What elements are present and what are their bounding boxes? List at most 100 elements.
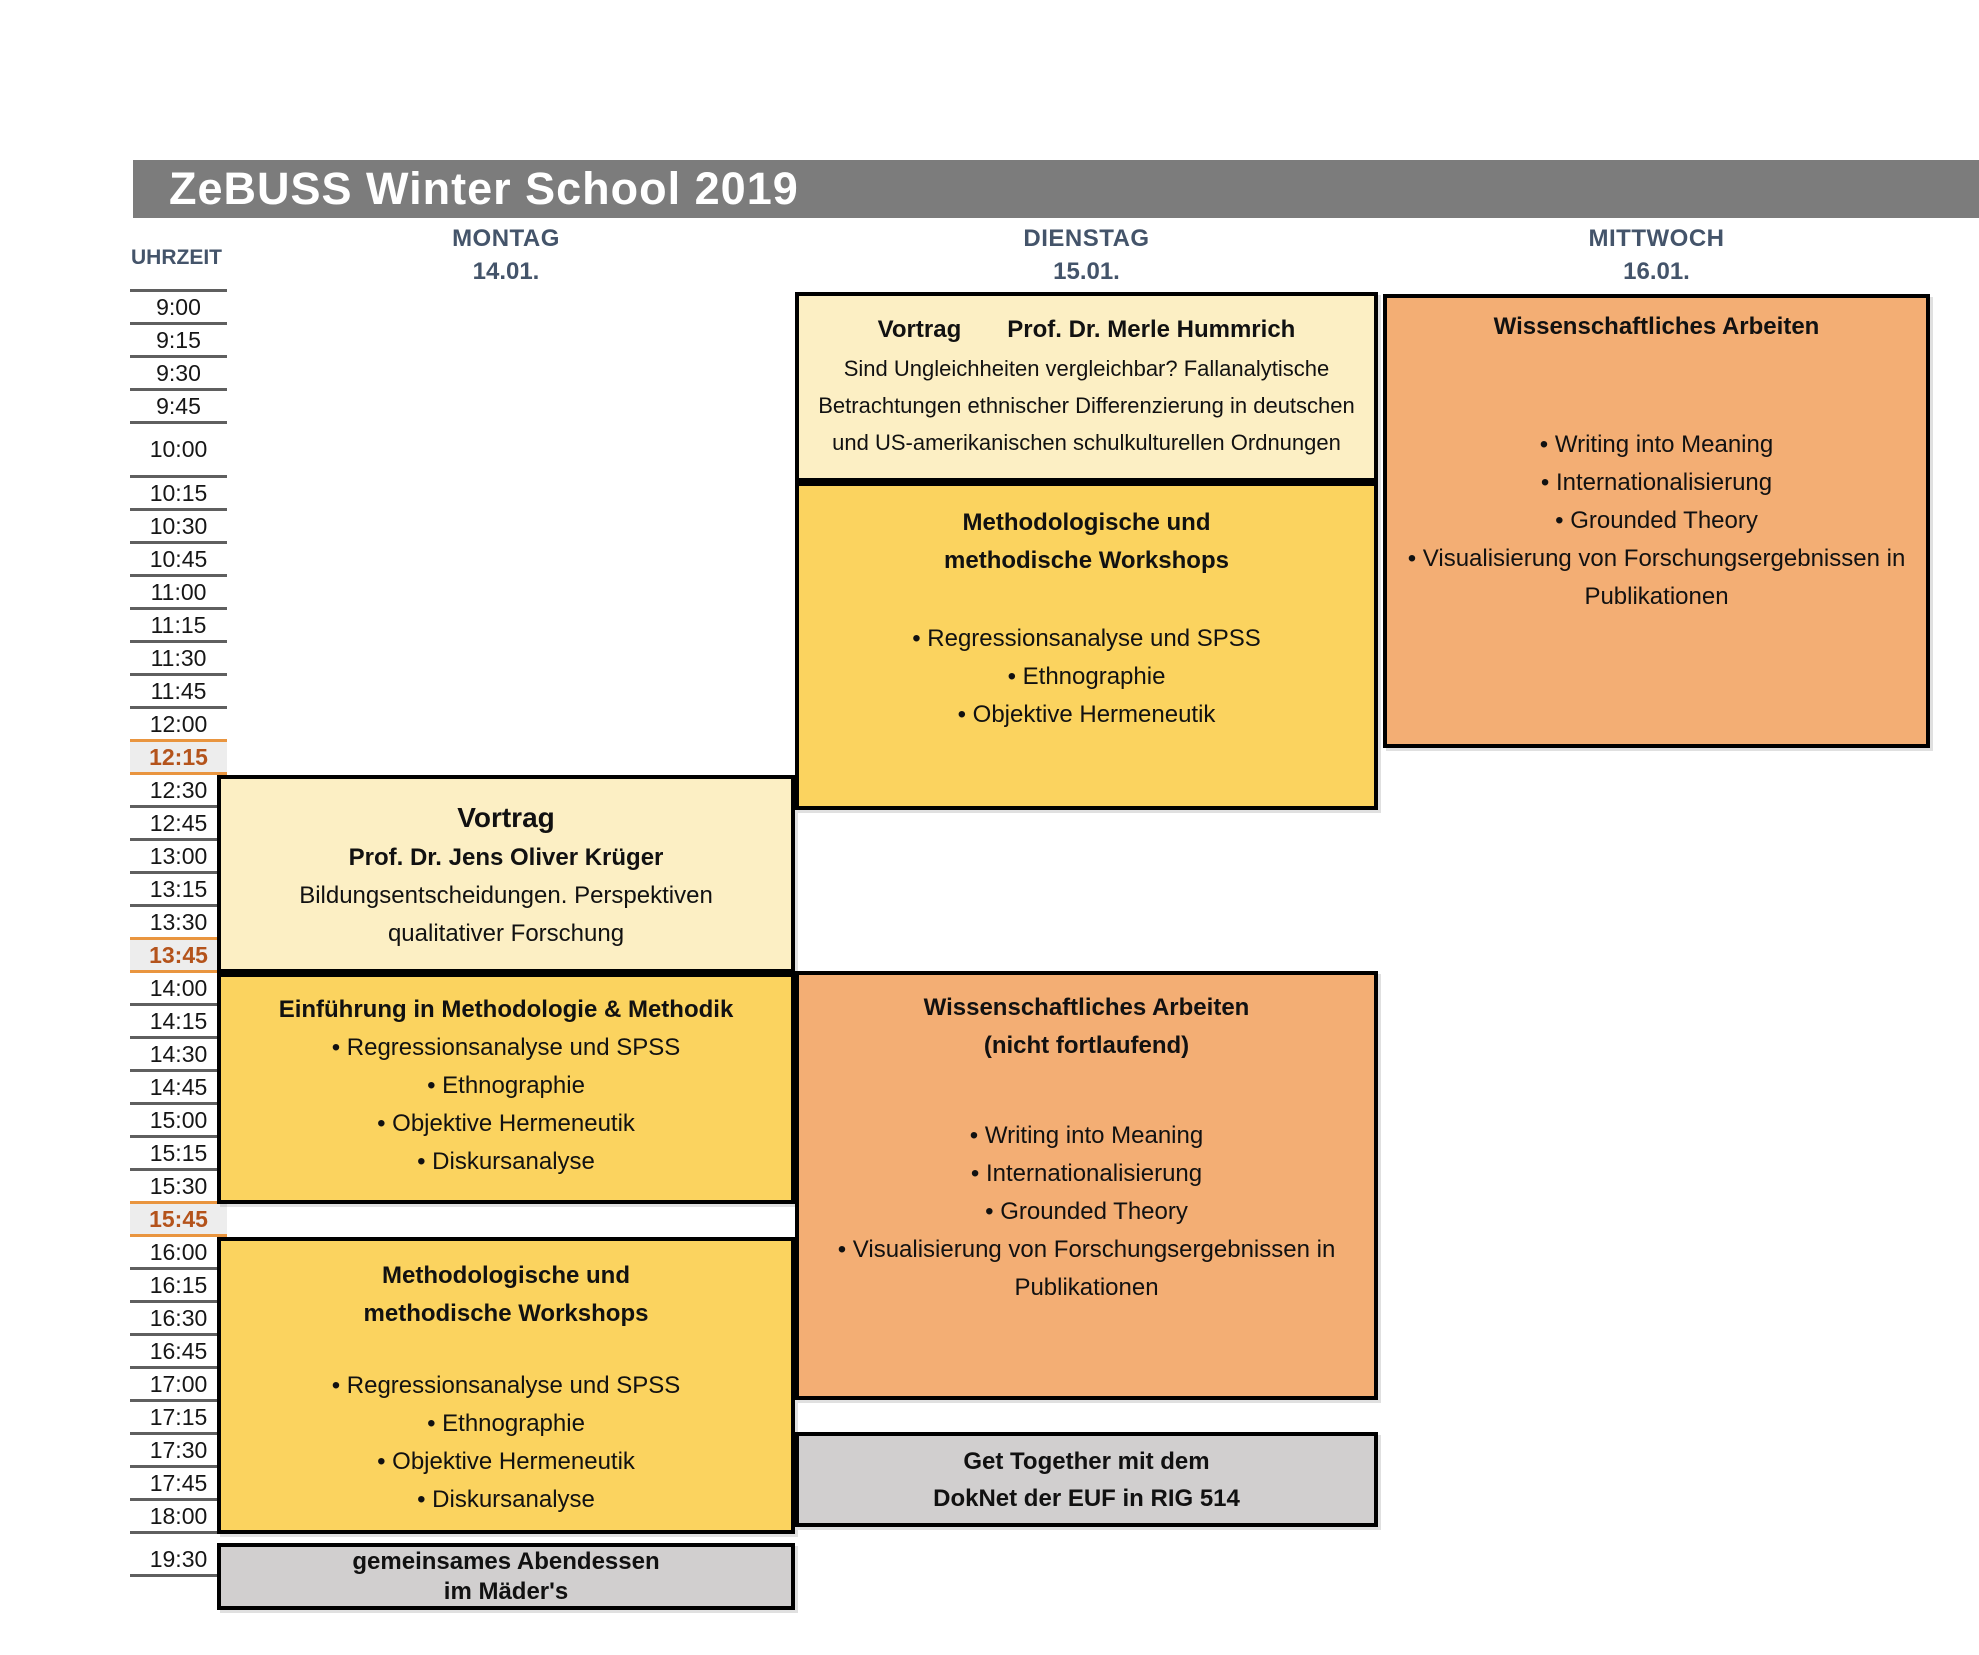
time-cell-9:45: 9:45 [130, 391, 227, 424]
time-cell-9:15: 9:15 [130, 325, 227, 358]
time-cell-15:00: 15:00 [130, 1105, 227, 1138]
event-bullet: Visualisierung von Forschungsergebnissen… [1393, 540, 1920, 616]
event-description: Sind Ungleichheiten vergleichbar? Fallan… [799, 350, 1374, 461]
time-cell-13:30: 13:30 [130, 907, 227, 940]
time-cell-11:15: 11:15 [130, 610, 227, 643]
event-text-line: im Mäder's [443, 1577, 569, 1605]
time-cell-10:45: 10:45 [130, 544, 227, 577]
event-bullet: Objektive Hermeneutik [799, 696, 1374, 734]
time-cell-11:00: 11:00 [130, 577, 227, 610]
time-cell-15:30: 15:30 [130, 1171, 227, 1204]
event-title: Wissenschaftliches Arbeiten [1387, 308, 1926, 346]
event-bullet: Objektive Hermeneutik [221, 1105, 791, 1143]
page-title: ZeBUSS Winter School 2019 [169, 163, 799, 214]
time-cell-10:30: 10:30 [130, 511, 227, 544]
event-text-line: und US-amerikanischen schulkulturellen O… [832, 430, 1341, 455]
day-date: 14.01. [472, 258, 540, 285]
time-cell-12:15: 12:15 [130, 742, 227, 775]
time-cell-11:45: 11:45 [130, 676, 227, 709]
event-title: Vortrag [877, 316, 962, 343]
event-text-line: DokNet der EUF in RIG 514 [933, 1484, 1240, 1512]
event-wednesday-academic-work: Wissenschaftliches Arbeiten Writing into… [1383, 294, 1930, 748]
event-title-line: (nicht fortlaufend) [983, 1032, 1190, 1059]
time-cell-15:15: 15:15 [130, 1138, 227, 1171]
time-cell-14:15: 14:15 [130, 1006, 227, 1039]
event-bullet: Grounded Theory [1393, 502, 1920, 540]
time-cell-16:00: 16:00 [130, 1237, 227, 1270]
time-cell-15:45: 15:45 [130, 1204, 227, 1237]
event-monday-workshops: Methodologische und methodische Workshops… [217, 1237, 795, 1534]
time-cell-dinner: 19:30 [130, 1544, 227, 1577]
spacer [799, 580, 1374, 620]
event-bullet: Visualisierung von Forschungsergebnissen… [807, 1231, 1366, 1307]
day-name: MITTWOCH [1588, 225, 1725, 252]
event-text-line: Betrachtungen ethnischer Differenzierung… [818, 393, 1355, 418]
time-cell-17:00: 17:00 [130, 1369, 227, 1402]
event-title-line: Methodologische und [962, 509, 1211, 536]
event-text-line: Bildungsentscheidungen. Perspektiven [299, 882, 713, 909]
event-bullet: Regressionsanalyse und SPSS [799, 620, 1374, 658]
time-cell-14:45: 14:45 [130, 1072, 227, 1105]
event-text-line: Sind Ungleichheiten vergleichbar? Fallan… [843, 356, 1330, 381]
event-bullet: Grounded Theory [807, 1193, 1366, 1231]
event-title-line: Wissenschaftliches Arbeiten [1493, 313, 1820, 340]
event-title: Wissenschaftliches Arbeiten(nicht fortla… [799, 989, 1374, 1065]
time-cell-17:15: 17:15 [130, 1402, 227, 1435]
time-cell-10:15: 10:15 [130, 478, 227, 511]
event-title-line: methodische Workshops [363, 1300, 649, 1327]
event-title: Einführung in Methodologie & Methodik [278, 996, 734, 1023]
event-tuesday-workshops: Methodologische und methodische Workshops… [795, 482, 1378, 810]
time-cell-11:30: 11:30 [130, 643, 227, 676]
event-bullet: Ethnographie [221, 1405, 791, 1443]
event-bullet: Ethnographie [221, 1067, 791, 1105]
event-bullet: Internationalisierung [1393, 464, 1920, 502]
event-text-line: qualitativer Forschung [387, 920, 625, 947]
time-cell-10:00: 10:00 [130, 424, 227, 478]
event-bullet: Regressionsanalyse und SPSS [221, 1367, 791, 1405]
event-text-line: Get Together mit dem [963, 1447, 1210, 1475]
event-title-line: Methodologische und [382, 1262, 630, 1289]
event-bullet-list: Regressionsanalyse und SPSSEthnographieO… [221, 1367, 791, 1519]
time-cell-9:30: 9:30 [130, 358, 227, 391]
spacer [221, 1333, 791, 1367]
event-bullet: Objektive Hermeneutik [221, 1443, 791, 1481]
event-title-row: Vortrag Prof. Dr. Merle Hummrich [799, 310, 1374, 350]
event-bullet-list: Writing into MeaningInternationalisierun… [799, 1117, 1374, 1307]
day-name: MONTAG [452, 225, 560, 252]
event-bullet: Diskursanalyse [221, 1143, 791, 1181]
event-speaker: Prof. Dr. Jens Oliver Krüger [348, 844, 664, 871]
day-header-mittwoch: MITTWOCH 16.01. [1383, 222, 1930, 288]
time-column-header: UHRZEIT [131, 246, 222, 269]
day-header-montag: MONTAG 14.01. [217, 222, 795, 288]
spacer [1387, 346, 1926, 426]
time-cell-13:15: 13:15 [130, 874, 227, 907]
event-bullet: Ethnographie [799, 658, 1374, 696]
event-bullet: Regressionsanalyse und SPSS [221, 1029, 791, 1067]
time-cell-13:00: 13:00 [130, 841, 227, 874]
event-tuesday-lecture: Vortrag Prof. Dr. Merle Hummrich Sind Un… [795, 292, 1378, 482]
day-header-dienstag: DIENSTAG 15.01. [795, 222, 1378, 288]
day-date: 16.01. [1623, 258, 1690, 285]
event-title-line: methodische Workshops [944, 547, 1229, 574]
event-monday-intro-workshop: Einführung in Methodologie & Methodik Re… [217, 973, 795, 1204]
time-cell-12:30: 12:30 [130, 775, 227, 808]
time-cell-17:45: 17:45 [130, 1468, 227, 1501]
time-cell-16:45: 16:45 [130, 1336, 227, 1369]
event-title: Methodologische und methodische Workshops [799, 504, 1374, 580]
time-cell-9:00: 9:00 [130, 292, 227, 325]
title-bar: ZeBUSS Winter School 2019 [133, 160, 1979, 218]
event-title: Methodologische und methodische Workshops [221, 1257, 791, 1333]
day-date: 15.01. [1053, 258, 1120, 285]
event-speaker: Prof. Dr. Merle Hummrich [1007, 316, 1296, 343]
event-bullet-list: Regressionsanalyse und SPSSEthnographieO… [799, 620, 1374, 734]
time-cell-16:15: 16:15 [130, 1270, 227, 1303]
event-tuesday-academic-work: Wissenschaftliches Arbeiten(nicht fortla… [795, 971, 1378, 1400]
event-bullet-list: Regressionsanalyse und SPSSEthnographieO… [221, 1029, 791, 1181]
time-cell-12:00: 12:00 [130, 709, 227, 742]
event-bullet: Diskursanalyse [221, 1481, 791, 1519]
